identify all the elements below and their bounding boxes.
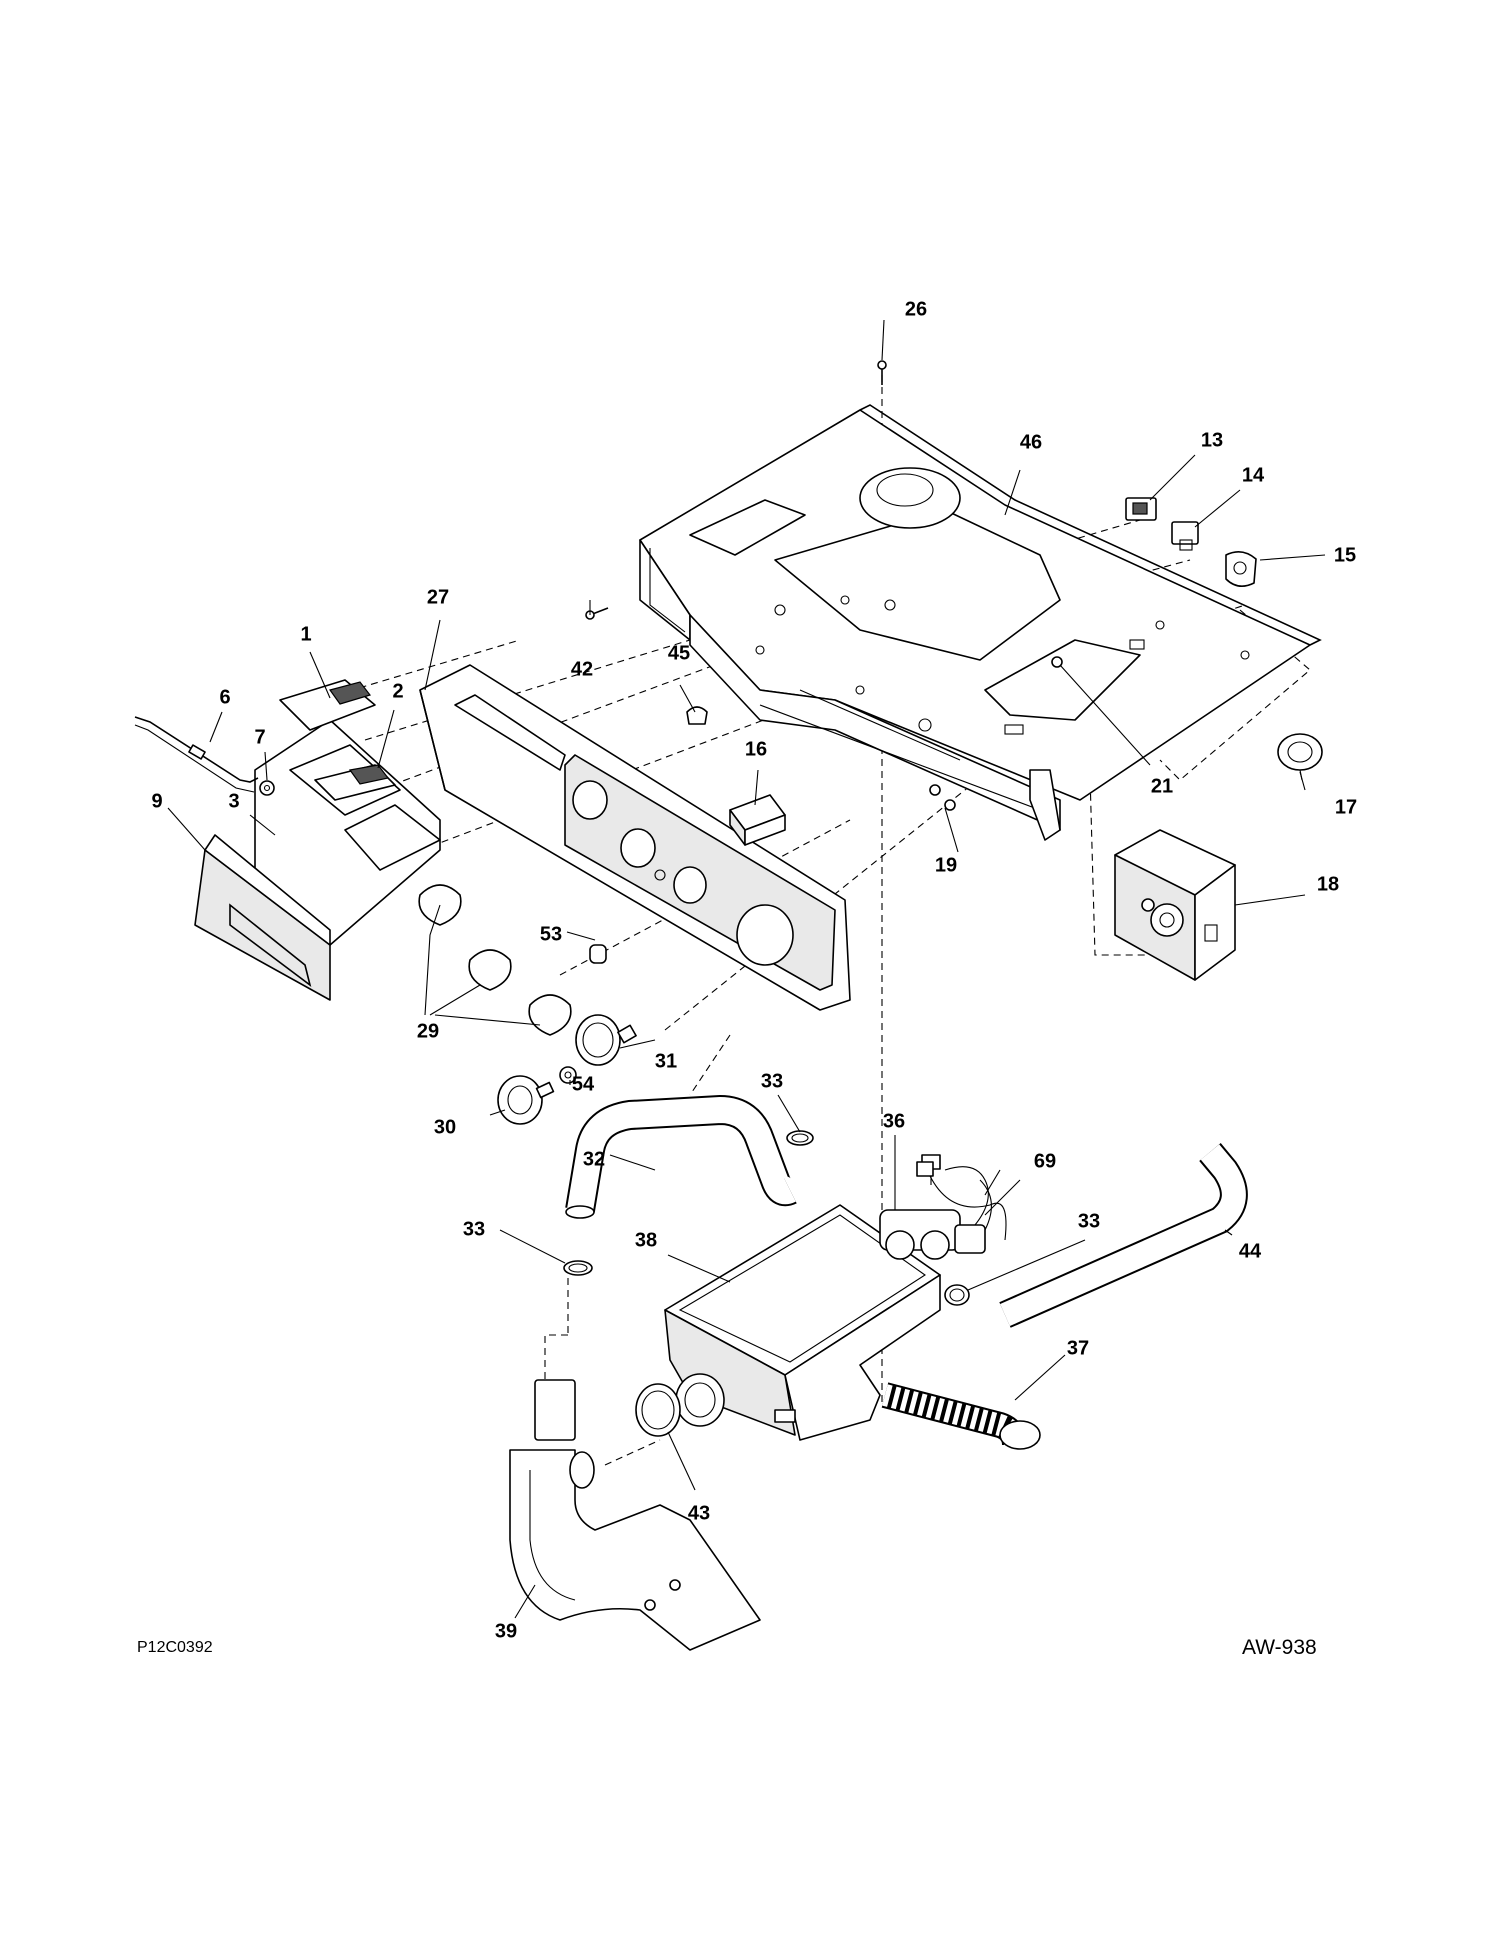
callout-19: 19 <box>935 854 957 876</box>
callout-18: 18 <box>1317 873 1339 895</box>
callout-7: 7 <box>254 726 265 748</box>
callout-31: 31 <box>655 1050 677 1072</box>
callout-45: 45 <box>668 642 690 664</box>
callout-15: 15 <box>1334 544 1356 566</box>
callout-33b: 33 <box>463 1218 485 1240</box>
callout-53: 53 <box>540 923 562 945</box>
callout-13: 13 <box>1201 429 1223 451</box>
callout-32: 32 <box>583 1148 605 1170</box>
callout-43: 43 <box>688 1502 710 1524</box>
callout-33a: 33 <box>761 1070 783 1092</box>
callout-21: 21 <box>1151 775 1173 797</box>
hose-clamps <box>563 1130 970 1306</box>
callout-27: 27 <box>427 586 449 608</box>
wire-harness <box>916 1161 1007 1241</box>
callout-39: 39 <box>495 1620 517 1642</box>
dispenser-drawer <box>194 719 441 1001</box>
callout-16: 16 <box>745 738 767 760</box>
callout-14: 14 <box>1242 464 1265 486</box>
callout-17: 17 <box>1335 796 1357 818</box>
seal-ring <box>635 1383 681 1437</box>
callout-33c: 33 <box>1078 1210 1100 1232</box>
leader-lines <box>167 319 1326 1619</box>
knobs <box>418 884 637 1125</box>
small-gear-part <box>259 780 275 796</box>
callout-42: 42 <box>571 658 593 680</box>
callout-26: 26 <box>905 298 927 320</box>
drawing-code: P12C0392 <box>137 1639 213 1656</box>
console-front-panel <box>419 664 851 1011</box>
callout-labels: 1 2 3 6 7 9 13 14 15 16 17 18 19 21 26 2… <box>151 298 1357 1642</box>
fill-hose <box>999 1143 1248 1328</box>
callout-36: 36 <box>883 1110 905 1132</box>
callout-1: 1 <box>300 623 311 645</box>
callout-54: 54 <box>572 1073 595 1095</box>
inlet-hose <box>565 1094 797 1219</box>
callout-3: 3 <box>228 790 239 812</box>
callout-37: 37 <box>1067 1337 1089 1359</box>
callout-46: 46 <box>1020 431 1042 453</box>
callout-38: 38 <box>635 1229 657 1251</box>
callout-69: 69 <box>1034 1150 1056 1172</box>
dispenser-housing <box>664 1204 941 1441</box>
control-panel-chassis <box>639 404 1322 841</box>
relay-module <box>729 794 786 846</box>
timer-module <box>1114 829 1236 981</box>
callout-9: 9 <box>151 790 162 812</box>
dispenser-cups <box>279 679 396 801</box>
callout-29: 29 <box>417 1020 439 1042</box>
water-valve <box>879 1154 992 1260</box>
callout-30: 30 <box>434 1116 456 1138</box>
drain-bellows <box>881 1382 1041 1450</box>
switches <box>1125 497 1323 781</box>
siphon-bar <box>134 716 259 793</box>
callout-2: 2 <box>392 680 403 702</box>
callout-44: 44 <box>1239 1240 1262 1262</box>
vent-duct <box>509 1379 761 1651</box>
sheet-code: AW-938 <box>1242 1636 1317 1659</box>
callout-6: 6 <box>219 686 230 708</box>
